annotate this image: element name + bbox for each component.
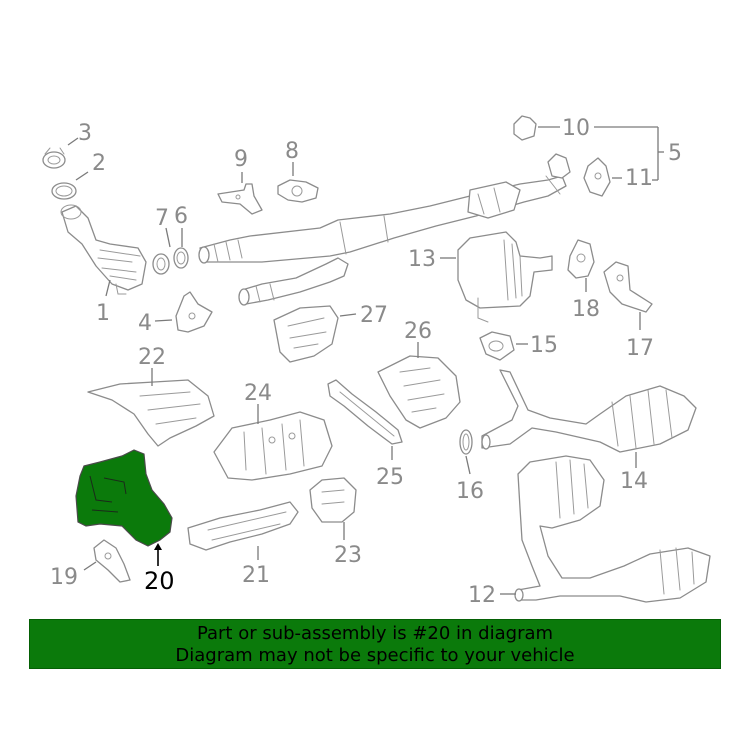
callout-7: 7	[155, 206, 169, 231]
callout-11: 11	[625, 166, 653, 191]
part-8-hanger	[277, 179, 319, 203]
callout-25: 25	[376, 465, 404, 490]
callout-9: 9	[234, 147, 248, 172]
part-4-bracket	[175, 291, 213, 333]
banner-line-2: Diagram may not be specific to your vehi…	[175, 645, 575, 666]
part-19-bracket	[93, 539, 131, 583]
callout-4: 4	[138, 311, 152, 336]
part-24-heat-shield	[213, 411, 333, 481]
part-16-gasket	[459, 429, 473, 455]
callout-1: 1	[96, 301, 110, 326]
front-pipe-assembly	[198, 175, 567, 306]
callout-24: 24	[244, 381, 272, 406]
leader-lines	[67, 126, 664, 595]
part-15-clamp	[479, 331, 515, 361]
callout-19: 19	[50, 565, 78, 590]
part-11-bracket	[583, 157, 611, 197]
callout-22: 22	[138, 345, 166, 370]
part-3-clamp	[42, 147, 66, 169]
part-21-heat-shield	[187, 501, 299, 551]
callout-3: 3	[78, 121, 92, 146]
part-13-center-muffler	[457, 231, 553, 323]
banner-line-1: Part or sub-assembly is #20 in diagram	[196, 623, 554, 644]
callout-20-highlighted: 20	[144, 567, 175, 595]
callout-labels: 3 2 1 4 7 6 9 8 10 5 11 13 15 18 17 27 2…	[50, 116, 682, 608]
callout-10: 10	[562, 116, 590, 141]
part-1-catalytic-converter	[60, 204, 147, 295]
callout-2: 2	[92, 151, 106, 176]
callout-6: 6	[174, 204, 188, 229]
callout-18: 18	[572, 297, 600, 322]
callout-8: 8	[285, 139, 299, 164]
part-9-bracket	[217, 183, 263, 215]
part-17-bracket	[603, 261, 653, 313]
part-5-hanger	[545, 153, 571, 195]
part-20-heat-shield-highlighted	[75, 449, 173, 547]
callout-13: 13	[408, 247, 436, 272]
callout-14: 14	[620, 469, 648, 494]
part-10-clip	[513, 115, 537, 141]
part-27-heat-shield	[273, 305, 339, 363]
part-7-clamp	[152, 253, 170, 275]
callout-15: 15	[530, 333, 558, 358]
part-18-hanger	[567, 239, 595, 279]
callout-12: 12	[468, 583, 496, 608]
callout-5: 5	[668, 141, 682, 166]
part-12-rear-muffler-assembly	[514, 455, 711, 603]
callout-21: 21	[242, 563, 270, 588]
callout-23: 23	[334, 543, 362, 568]
part-6-ring	[173, 247, 189, 269]
callout-17: 17	[626, 336, 654, 361]
part-22-heat-shield	[87, 379, 215, 447]
part-14-rear-muffler	[481, 369, 697, 453]
callout-16: 16	[456, 479, 484, 504]
part-23-bracket	[309, 477, 357, 523]
part-26-heat-shield	[377, 355, 461, 429]
part-2-gasket	[51, 182, 77, 200]
part-25-rail-shield	[327, 379, 403, 445]
part-info-banner: Part or sub-assembly is #20 in diagram D…	[29, 619, 721, 669]
callout-26: 26	[404, 319, 432, 344]
callout-27: 27	[360, 303, 388, 328]
